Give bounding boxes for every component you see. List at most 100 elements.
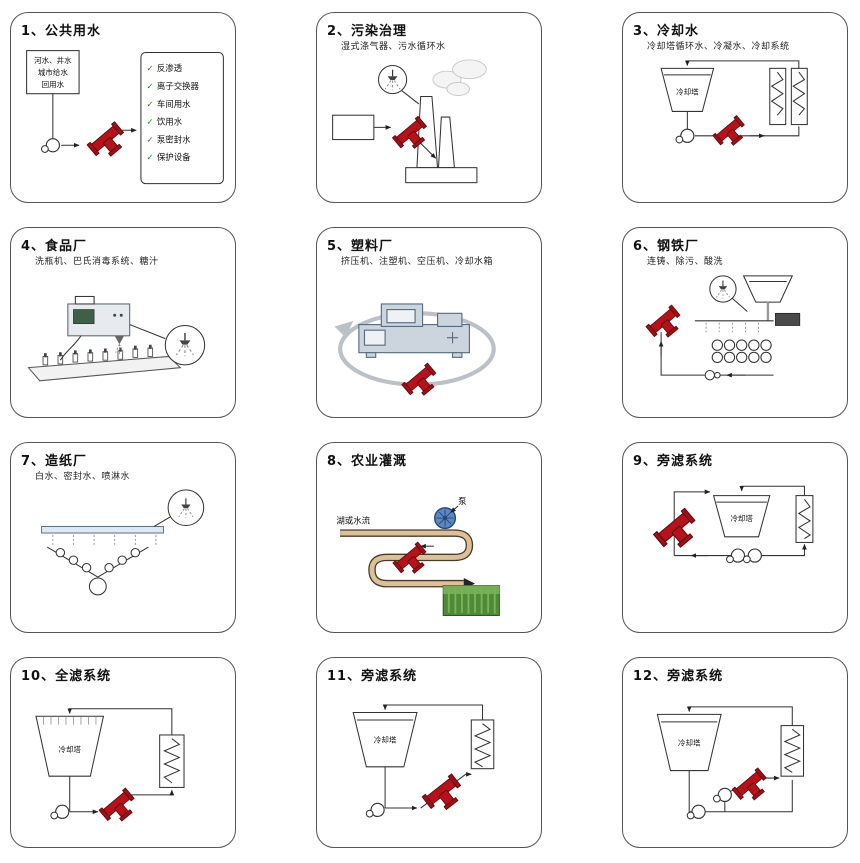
return-pipe (685, 60, 800, 69)
pipe-line (694, 126, 800, 137)
panel-sidestream-11: 11、旁滤系统 冷却塔 (316, 657, 542, 848)
checklist-item: 车间用水 (157, 99, 191, 109)
tower-label: 冷却塔 (678, 737, 701, 747)
check-icon: ✓ (147, 81, 154, 91)
panel-full-filtration: 10、全滤系统 冷却塔 (10, 657, 236, 848)
cooling-tower (712, 495, 771, 538)
filter-icon (653, 507, 703, 556)
panel-food-factory: 4、食品厂 洗瓶机、巴氏消毒系统、糖汁 (10, 227, 236, 418)
pump-icon (40, 138, 60, 153)
plastics-diagram (334, 303, 496, 403)
return-pipe (67, 708, 173, 735)
panel-title: 7、造纸厂 (21, 454, 88, 469)
source-line: 回用水 (42, 79, 65, 89)
flow-arrow (420, 142, 437, 159)
check-icon: ✓ (147, 152, 154, 162)
filter-icon (645, 304, 687, 345)
rollers (711, 339, 772, 364)
cooling-tower (35, 715, 105, 777)
callout-line (129, 324, 166, 340)
callout-line (153, 516, 171, 527)
check-icon: ✓ (147, 63, 154, 73)
panel-steel-factory: 6、钢铁厂 连铸、除污、酸洗 (622, 227, 848, 418)
spray-jets (705, 322, 759, 333)
pump-pointer (450, 505, 459, 513)
filter-icon (86, 121, 131, 164)
pollution-diagram (332, 59, 487, 184)
spray-pipe (41, 525, 164, 534)
pump-icon (365, 802, 385, 818)
tower-label: 冷却塔 (730, 513, 753, 523)
cooling-tower (660, 67, 715, 112)
panel-public-water: 1、公共用水 河水、井水 城市给水 回用水 ✓ 反渗透 ✓ 离子交换器 ✓ 车间… (10, 12, 236, 203)
panel-paper-mill: 7、造纸厂 白水、密封水、喷淋水 (10, 442, 236, 633)
heat-exchanger (159, 734, 185, 788)
casting-ladle (742, 275, 794, 303)
tower-label: 冷却塔 (676, 87, 699, 97)
panel-title: 11、旁滤系统 (327, 669, 418, 684)
tower-label: 冷却塔 (58, 744, 81, 754)
panel-title: 1、公共用水 (21, 24, 102, 39)
checklist-item: 泵密封水 (157, 134, 191, 144)
filter-icon (98, 787, 141, 829)
checklist-item: 饮用水 (157, 117, 183, 127)
tower-louver (43, 716, 97, 725)
check-icon: ✓ (147, 134, 154, 144)
panel-title: 2、污染治理 (327, 24, 408, 39)
panel-title: 12、旁滤系统 (633, 669, 724, 684)
tower-label: 冷却塔 (374, 734, 397, 744)
panel-cooling-water: 3、冷却水 冷却塔循环水、冷凝水、冷却系统 冷却塔 (622, 12, 848, 203)
panel-title: 5、塑料厂 (327, 239, 394, 254)
panel-title: 9、旁滤系统 (633, 454, 714, 469)
check-icon: ✓ (147, 117, 154, 127)
checklist-item: 反渗透 (157, 63, 183, 73)
check-icon: ✓ (147, 99, 154, 109)
panel-title: 4、食品厂 (21, 239, 88, 254)
panel-title: 10、全滤系统 (21, 669, 112, 684)
cooling-tower (656, 713, 722, 772)
field-image (442, 585, 500, 616)
filter-icon (712, 115, 751, 152)
checklist-item: 离子交换器 (157, 81, 200, 91)
callout-line (731, 297, 748, 312)
pump-label: 泵 (458, 496, 467, 506)
sidestream-diagram-11: 冷却塔 (352, 704, 495, 818)
paper-press (46, 546, 149, 596)
supply-pipe (761, 543, 807, 557)
pump-icon (50, 804, 70, 820)
pump-icon (712, 787, 732, 803)
bottle-washer-machine (59, 295, 131, 361)
conveyor (27, 355, 182, 382)
checklist: ✓ 反渗透 ✓ 离子交换器 ✓ 车间用水 ✓ 饮用水 ✓ 泵密封水 ✓ 保护设备 (140, 51, 224, 185)
paper-mill-diagram (41, 489, 205, 596)
supply-pipe (130, 789, 175, 796)
heat-exchanger (470, 719, 495, 770)
panel-subtitle: 白水、密封水、喷淋水 (35, 472, 131, 482)
chimney (437, 116, 455, 169)
panel-subtitle: 湿式涤气器、污水循环水 (341, 42, 446, 52)
panel-agriculture: 8、农业灌溉 湖或水流 泵 (316, 442, 542, 633)
panel-plastics-factory: 5、塑料厂 挤压机、注塑机、空压机、冷却水箱 (316, 227, 542, 418)
spray-jets (52, 534, 157, 546)
circulation-arrowhead (334, 320, 354, 338)
panel-pollution-control: 2、污染治理 湿式涤气器、污水循环水 (316, 12, 542, 203)
return-pipe (739, 485, 805, 496)
panel-subtitle: 洗瓶机、巴氏消毒系统、糖汁 (35, 257, 159, 267)
panel-subtitle: 连铸、除污、酸洗 (647, 257, 724, 267)
panel-title: 8、农业灌溉 (327, 454, 408, 469)
filter-icon (421, 773, 468, 817)
checklist-item: 保护设备 (157, 152, 191, 162)
pump-icon (686, 804, 706, 820)
water-source-label: 湖或水流 (336, 516, 370, 526)
heat-exchanger (769, 67, 808, 126)
cooling-tower (352, 711, 418, 768)
heat-exchanger (795, 495, 814, 543)
smoke (432, 59, 487, 96)
factory-building (405, 167, 478, 184)
panel-subtitle: 冷却塔循环水、冷凝水、冷却系统 (647, 42, 790, 52)
pump-icon (742, 548, 762, 564)
source-line: 城市给水 (38, 67, 68, 77)
agriculture-diagram: 湖或水流 泵 (336, 496, 500, 616)
callout-line (401, 90, 420, 105)
